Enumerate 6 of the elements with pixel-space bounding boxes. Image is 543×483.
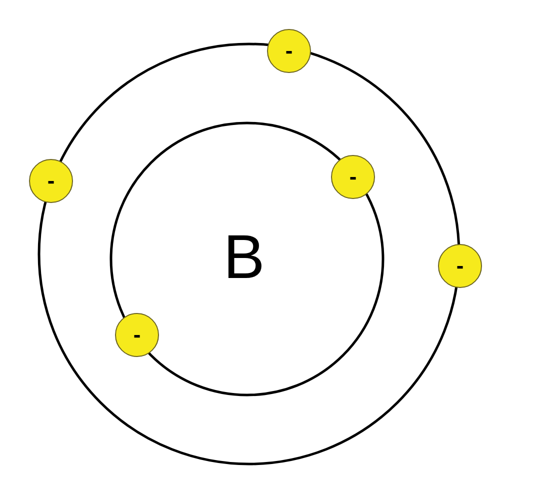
electron-circle: - [267, 29, 311, 73]
electron-circle: - [438, 244, 482, 288]
electron-circle: - [331, 155, 375, 199]
nucleus-symbol: B [223, 227, 265, 289]
electron-circle: - [115, 313, 159, 357]
electron-circle: - [29, 159, 73, 203]
